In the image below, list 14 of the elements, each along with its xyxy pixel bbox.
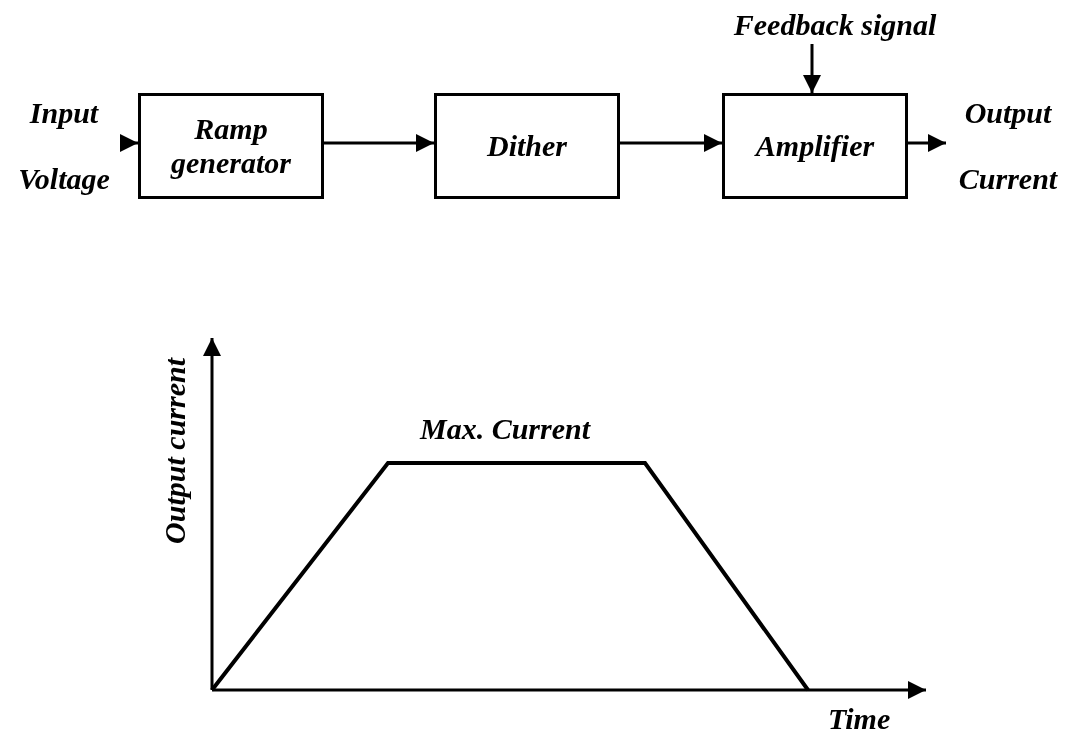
axis-label: Output current [158, 358, 192, 544]
arrow [120, 134, 138, 152]
process-box: Amplifier [722, 93, 908, 199]
curve-label: Max. Current [420, 412, 591, 446]
arrow [324, 134, 434, 152]
arrow [803, 44, 821, 93]
process-box: Dither [434, 93, 620, 199]
signal-label: Input Voltage [6, 96, 122, 196]
signal-label: Feedback signal [705, 6, 965, 44]
signal-label: Output Current [946, 96, 1070, 196]
arrow [620, 134, 722, 152]
axis-label: Time [828, 702, 891, 736]
process-box: Ramp generator [138, 93, 324, 199]
arrow [908, 134, 946, 152]
